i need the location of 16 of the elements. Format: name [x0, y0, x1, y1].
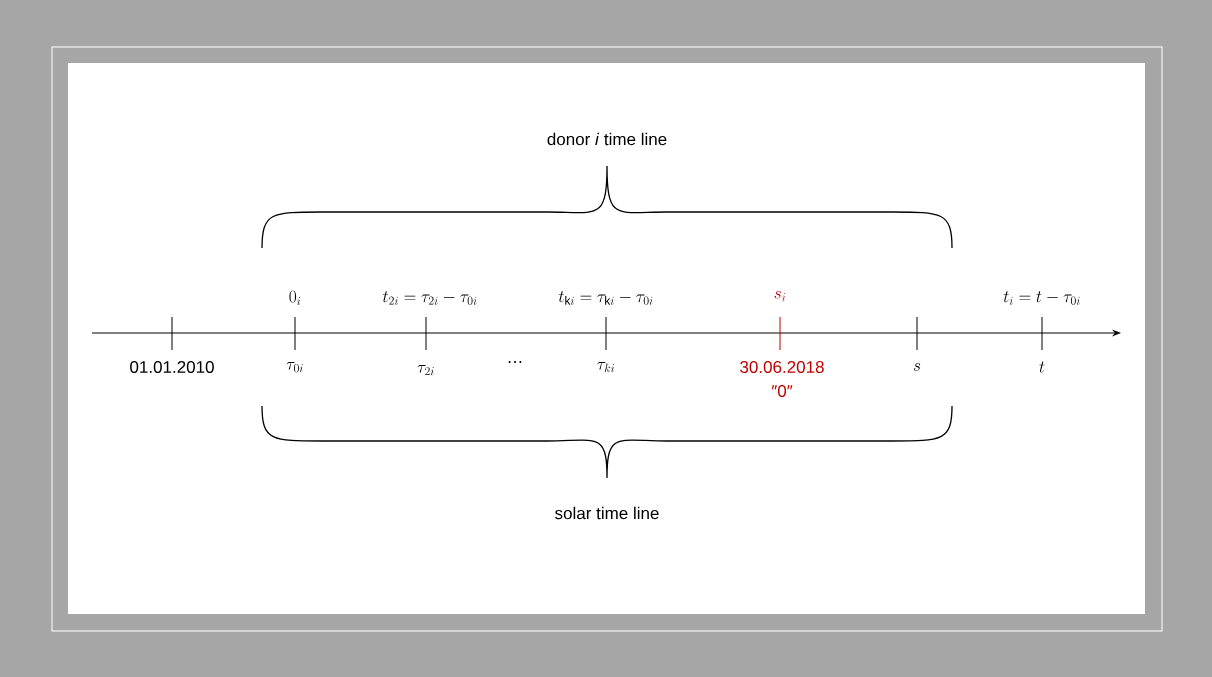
tick-label: $t_{2i} = \tau_{2i} - \tau_{0i}$ [382, 291, 477, 305]
date-label: 30.06.2018 [740, 360, 824, 373]
brace-caption: solar time line [555, 506, 659, 520]
tick-label: $t_{\mathrm{k}i} = \tau_{\mathrm{k}i} - \tau_{0i}$ [558, 291, 653, 305]
brace-caption: donor i time line [547, 132, 667, 146]
tick-label: $\tau_{ki}$ [597, 361, 615, 373]
tick-label: $t_i = t - \tau_{0i}$ [1003, 291, 1080, 305]
ellipsis: … [508, 361, 522, 363]
tick-label: $s_i$ [774, 290, 786, 302]
tick-label: $t$ [1039, 361, 1045, 373]
date-label: 01.01.2010 [130, 360, 214, 373]
tick-label: $\tau_{2i}$ [417, 364, 434, 376]
tick-label: $0_i$ [289, 290, 301, 305]
tick-label: ″0″ [771, 385, 793, 397]
tick-label: $\tau_{0i}$ [286, 361, 303, 373]
tick-label: $s$ [913, 363, 921, 371]
